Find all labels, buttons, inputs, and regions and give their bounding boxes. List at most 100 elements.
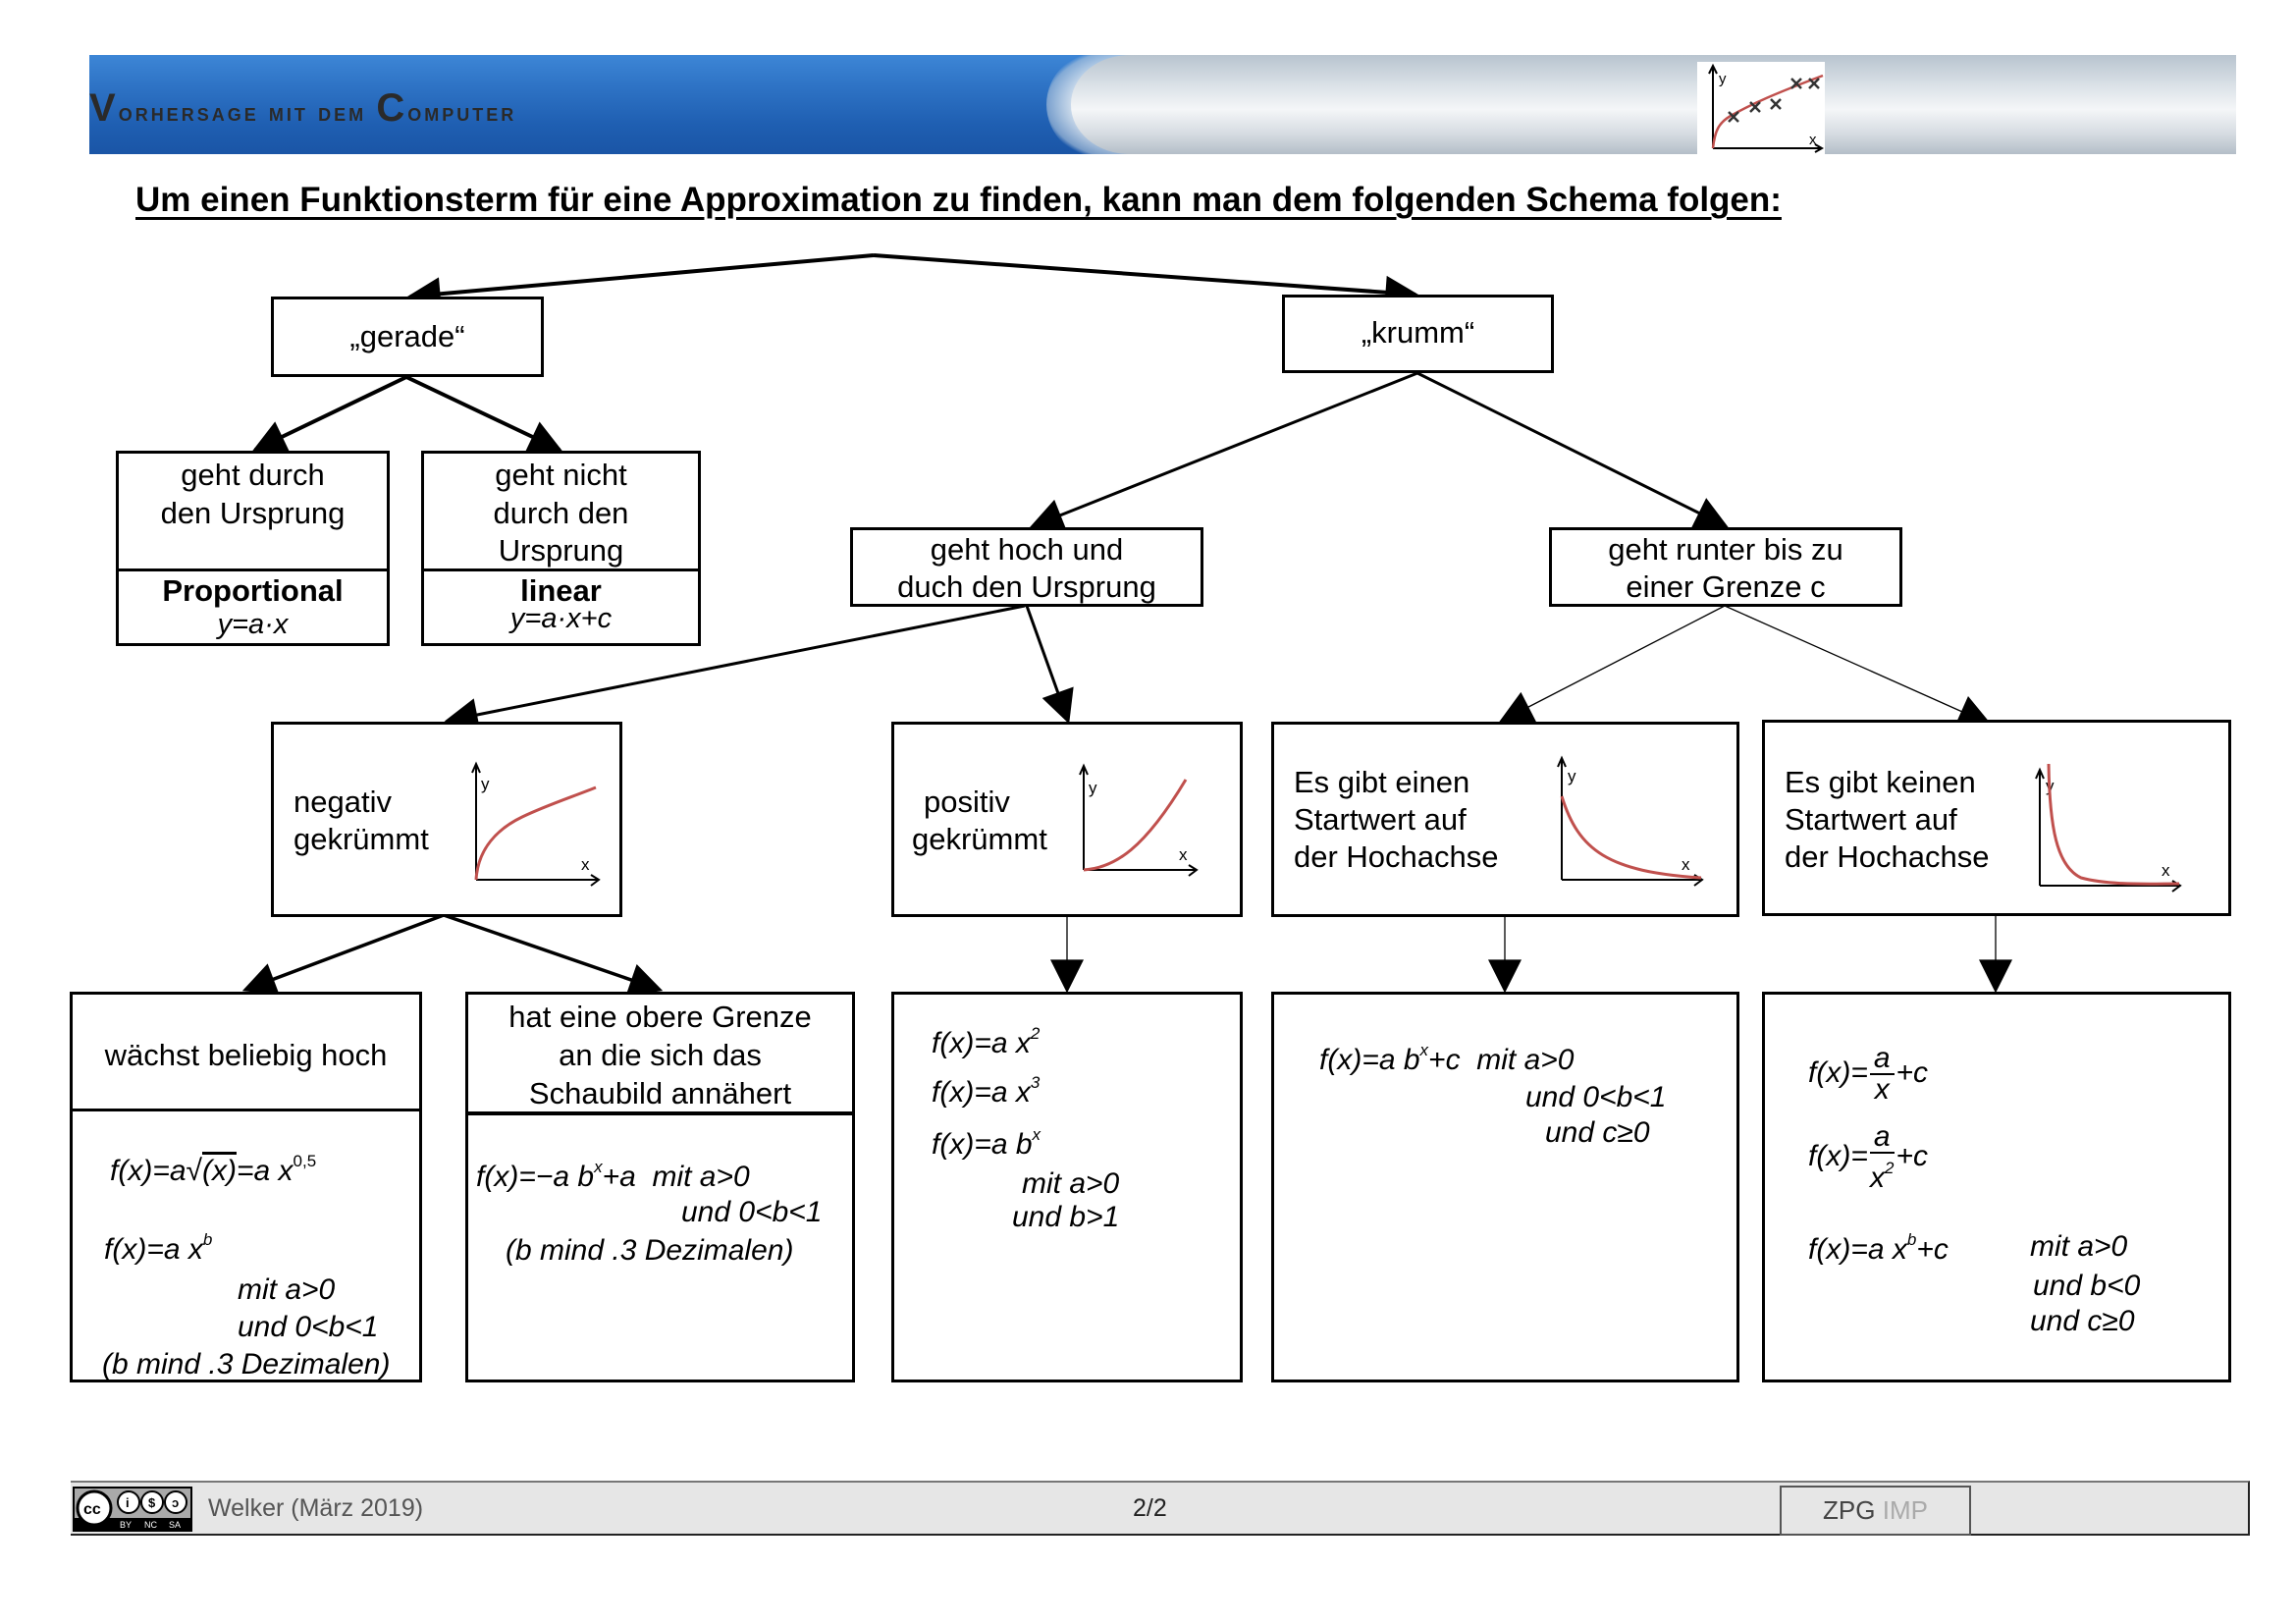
node-startwert-line3: der Hochachse bbox=[1294, 839, 1499, 874]
svg-text:y: y bbox=[1719, 71, 1727, 87]
condition-a: mit a>0 bbox=[1022, 1167, 1120, 1200]
svg-text:y: y bbox=[1568, 767, 1576, 785]
condition-a: mit a>0 bbox=[238, 1273, 336, 1306]
intro-heading: Um einen Funktionsterm für eine Approxim… bbox=[135, 181, 1782, 219]
title-part-1: orhersage mit dem bbox=[118, 97, 377, 127]
node-kein-line2: Startwert auf bbox=[1785, 802, 1957, 837]
scatter-fit-chart-icon: y x bbox=[1697, 62, 1825, 154]
node-positiv-line2: gekrümmt bbox=[912, 822, 1047, 856]
svg-text:SA: SA bbox=[169, 1520, 181, 1530]
type-linear: linear bbox=[520, 573, 602, 608]
header-title: Vorhersage mit dem Computer bbox=[89, 79, 516, 137]
node-waechst-title: wächst beliebig hoch bbox=[104, 1038, 388, 1072]
convex-curve-graph-icon: y x bbox=[1079, 763, 1199, 877]
arrow-hoch-to-positiv bbox=[1025, 605, 1074, 725]
title-part-2: omputer bbox=[407, 97, 517, 127]
node-obere-grenze: hat eine obere Grenze an die sich das Sc… bbox=[465, 992, 855, 1382]
node-hoch-ursprung: geht hoch und duch den Ursprung bbox=[850, 527, 1203, 607]
formula-sqrt: f(x)=a√(x)=a x0,5 bbox=[110, 1152, 317, 1187]
arrow-runter-to-startwert bbox=[1498, 605, 1726, 723]
node-gerade-label: „gerade“ bbox=[349, 319, 465, 353]
arrow-negativ-to-grenze bbox=[443, 913, 664, 997]
formula-square: f(x)=a x2 bbox=[932, 1024, 1041, 1059]
node-positiv-line1: positiv bbox=[924, 785, 1010, 819]
header-silver-panel bbox=[1071, 55, 2236, 154]
concave-curve-graph-icon: y x bbox=[471, 761, 601, 887]
svg-text:x: x bbox=[1809, 132, 1817, 148]
arrow-gerade-to-origin bbox=[251, 375, 407, 453]
condition-c: und c≥0 bbox=[1545, 1116, 1650, 1149]
node-divider bbox=[424, 568, 698, 571]
node-grenze-line3: Schaubild annähert bbox=[528, 1076, 792, 1110]
node-through-origin-line1: geht durch bbox=[181, 458, 325, 492]
arrow-gerade-to-not-origin bbox=[405, 375, 563, 453]
node-not-origin-line1: geht nicht bbox=[495, 458, 627, 492]
node-divider bbox=[119, 568, 387, 571]
condition-b: und 0<b<1 bbox=[681, 1196, 823, 1228]
node-negativ-line2: gekrümmt bbox=[294, 822, 429, 856]
condition-b: und b>1 bbox=[1012, 1201, 1120, 1233]
node-hoch-line2: duch den Ursprung bbox=[897, 569, 1156, 604]
svg-text:$: $ bbox=[148, 1495, 156, 1510]
svg-text:i: i bbox=[126, 1495, 130, 1510]
org-logo-light: IMP bbox=[1882, 1495, 1928, 1525]
node-not-origin-line2: durch den bbox=[493, 496, 629, 530]
note-decimals: (b mind .3 Dezimalen) bbox=[102, 1348, 391, 1380]
cc-by-nc-sa-icon: cc i $ ↄ BY NC SA bbox=[73, 1487, 192, 1532]
node-through-origin: geht durch den Ursprung Proportional y=a… bbox=[116, 451, 390, 646]
svg-text:x: x bbox=[2162, 861, 2170, 880]
formula-proportional: y=a·x bbox=[217, 609, 289, 640]
node-startwert-formulas: f(x)=a bx+c mit a>0 und 0<b<1 und c≥0 bbox=[1271, 992, 1739, 1382]
node-positiv: positiv gekrümmt y x bbox=[891, 722, 1243, 917]
node-positiv-formulas: f(x)=a x2 f(x)=a x3 f(x)=a bx mit a>0 un… bbox=[891, 992, 1243, 1382]
formula-cube: f(x)=a x3 bbox=[932, 1073, 1041, 1109]
exponential-decay-graph-icon: y x bbox=[1557, 755, 1704, 887]
arrow-root-to-krumm bbox=[873, 253, 1419, 309]
node-runter-grenze: geht runter bis zu einer Grenze c bbox=[1549, 527, 1902, 607]
arrow-runter-to-kein-startwert bbox=[1724, 605, 1993, 728]
node-not-through-origin: geht nicht durch den Ursprung linear y=a… bbox=[421, 451, 701, 646]
title-initial-v: V bbox=[89, 86, 119, 130]
note-decimals: (b mind .3 Dezimalen) bbox=[506, 1234, 794, 1267]
node-waechst: wächst beliebig hoch f(x)=a√(x)=a x0,5 f… bbox=[70, 992, 422, 1382]
node-kein-line3: der Hochachse bbox=[1785, 839, 1990, 874]
node-grenze-line1: hat eine obere Grenze bbox=[508, 1000, 812, 1034]
footer-author: Welker (März 2019) bbox=[208, 1494, 424, 1522]
node-startwert: Es gibt einen Startwert auf der Hochachs… bbox=[1271, 722, 1739, 917]
node-gerade: „gerade“ bbox=[271, 297, 544, 377]
condition-b: und 0<b<1 bbox=[238, 1311, 379, 1343]
page-number: 2/2 bbox=[1133, 1494, 1167, 1522]
node-hoch-line1: geht hoch und bbox=[930, 532, 1124, 567]
arrow-krumm-to-runter bbox=[1416, 371, 1730, 528]
title-initial-c: C bbox=[376, 86, 408, 130]
condition-c: und c≥0 bbox=[2030, 1305, 2135, 1337]
node-krumm-label: „krumm“ bbox=[1361, 315, 1475, 350]
svg-text:y: y bbox=[1089, 779, 1097, 797]
node-grenze-line2: an die sich das bbox=[559, 1038, 762, 1072]
svg-text:x: x bbox=[1179, 845, 1188, 864]
arrow-negativ-to-waechst bbox=[241, 913, 445, 996]
node-negativ: negativ gekrümmt y x bbox=[271, 722, 622, 917]
node-runter-line2: einer Grenze c bbox=[1626, 569, 1826, 604]
formula-linear: y=a·x+c bbox=[509, 603, 613, 634]
hyperbola-decay-graph-icon: y x bbox=[2035, 763, 2182, 893]
arrow-root-to-gerade bbox=[406, 253, 875, 311]
formula-exponential: f(x)=a bx bbox=[932, 1125, 1041, 1161]
svg-text:x: x bbox=[581, 855, 590, 874]
svg-text:NC: NC bbox=[144, 1520, 157, 1530]
arrow-krumm-to-hoch bbox=[1029, 371, 1418, 531]
condition-b: und b<0 bbox=[2033, 1270, 2141, 1302]
node-krumm: „krumm“ bbox=[1282, 295, 1554, 373]
node-startwert-line2: Startwert auf bbox=[1294, 802, 1467, 837]
type-proportional: Proportional bbox=[162, 573, 344, 608]
condition-b: und 0<b<1 bbox=[1525, 1081, 1667, 1113]
svg-text:ↄ: ↄ bbox=[172, 1495, 179, 1510]
node-divider bbox=[468, 1111, 852, 1115]
node-divider bbox=[73, 1109, 419, 1111]
node-startwert-line1: Es gibt einen bbox=[1294, 765, 1470, 799]
svg-text:y: y bbox=[481, 775, 490, 793]
node-runter-line1: geht runter bis zu bbox=[1608, 532, 1843, 567]
org-logo-dark: ZPG bbox=[1823, 1495, 1876, 1525]
